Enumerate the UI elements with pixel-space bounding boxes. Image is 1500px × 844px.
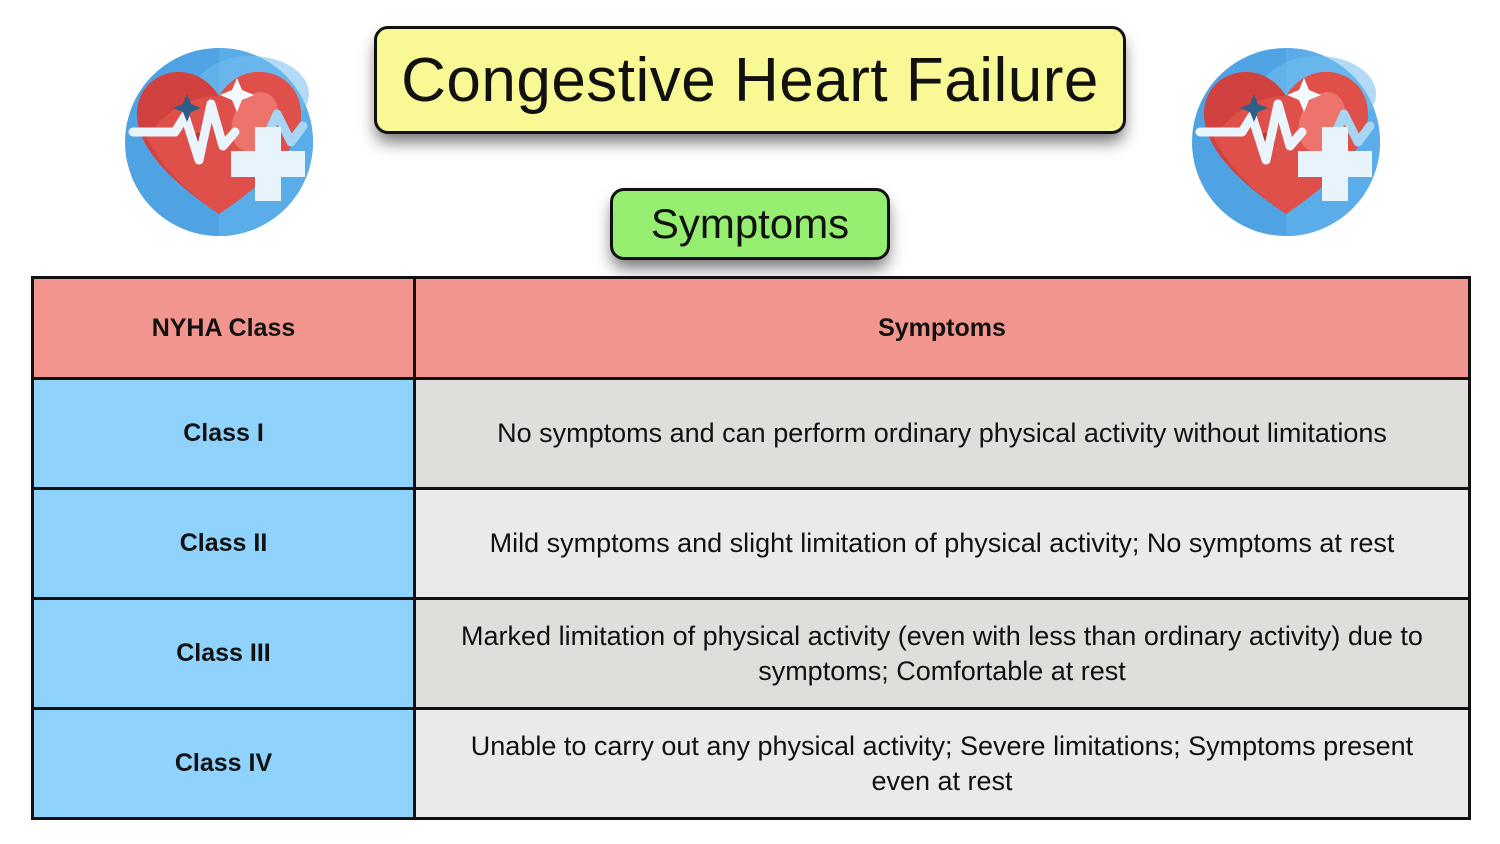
cell-nyha-class: Class II [31, 487, 416, 600]
table-row: Class I No symptoms and can perform ordi… [31, 377, 1471, 490]
cell-symptoms: Unable to carry out any physical activit… [413, 707, 1471, 820]
cell-symptoms: Mild symptoms and slight limitation of p… [413, 487, 1471, 600]
header-zone: Congestive Heart Failure Symptoms [0, 0, 1500, 262]
banner-stack: Congestive Heart Failure Symptoms [0, 0, 1500, 262]
column-header-symptoms: Symptoms [413, 276, 1471, 380]
page-title: Congestive Heart Failure [374, 26, 1126, 134]
cell-symptoms: No symptoms and can perform ordinary phy… [413, 377, 1471, 490]
table-row: Class III Marked limitation of physical … [31, 597, 1471, 710]
page-subtitle: Symptoms [610, 188, 890, 260]
heart-health-icon-left [119, 42, 319, 242]
cell-symptoms: Marked limitation of physical activity (… [413, 597, 1471, 710]
cell-nyha-class: Class I [31, 377, 416, 490]
heart-health-icon-right [1186, 42, 1386, 242]
cell-nyha-class: Class IV [31, 707, 416, 820]
nyha-classification-table: NYHA Class Symptoms Class I No symptoms … [31, 276, 1471, 820]
table-header-row: NYHA Class Symptoms [31, 276, 1471, 380]
table-row: Class II Mild symptoms and slight limita… [31, 487, 1471, 600]
column-header-nyha-class: NYHA Class [31, 276, 416, 380]
table-row: Class IV Unable to carry out any physica… [31, 707, 1471, 820]
cell-nyha-class: Class III [31, 597, 416, 710]
